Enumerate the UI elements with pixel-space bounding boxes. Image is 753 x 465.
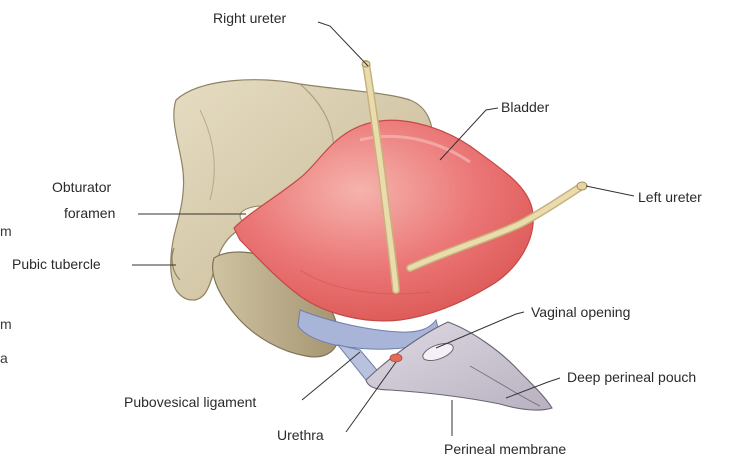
label-right-ureter: Right ureter: [213, 10, 286, 27]
label-pubovesical-ligament: Pubovesical ligament: [124, 394, 256, 411]
label-obturator-foramen-line1: Obturator: [52, 179, 111, 196]
label-pubic-tubercle: Pubic tubercle: [12, 256, 101, 273]
edge-fragment-2: m: [0, 316, 12, 333]
label-deep-perineal-pouch: Deep perineal pouch: [567, 369, 696, 386]
label-bladder: Bladder: [501, 99, 549, 116]
label-vaginal-opening: Vaginal opening: [531, 304, 630, 321]
label-urethra: Urethra: [277, 427, 324, 444]
label-perineal-membrane: Perineal membrane: [444, 441, 566, 458]
label-obturator-foramen-line2: foramen: [64, 205, 115, 222]
edge-fragment-1: m: [0, 223, 12, 240]
edge-fragment-3: a: [0, 350, 8, 367]
label-left-ureter: Left ureter: [638, 189, 702, 206]
